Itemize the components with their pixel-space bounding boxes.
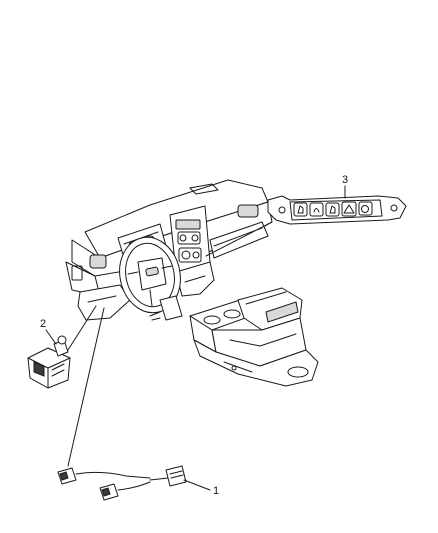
callout-1: 1	[213, 485, 219, 497]
pointer-line-switch	[67, 305, 97, 351]
heated-seat-icon	[297, 205, 304, 214]
steering-wheel[interactable]	[113, 232, 187, 321]
hazard-triangle-icon	[343, 204, 355, 214]
leader-line-1	[183, 479, 211, 491]
switch-bank-buttons	[293, 201, 373, 217]
switch[interactable]	[27, 335, 71, 389]
switch-bank[interactable]	[267, 195, 407, 225]
callout-2: 2	[40, 318, 46, 330]
wiring-harness[interactable]	[57, 465, 187, 501]
heated-seat-icon	[329, 205, 336, 214]
pointer-line-harness	[67, 307, 105, 467]
floor-bracket	[149, 311, 161, 321]
floor-console[interactable]	[189, 287, 319, 387]
power-icon	[361, 205, 369, 213]
leader-line-2	[45, 329, 57, 345]
pointer-line-switch-bank	[205, 221, 273, 257]
callout-3: 3	[342, 174, 348, 186]
traction-control-icon	[313, 208, 320, 213]
